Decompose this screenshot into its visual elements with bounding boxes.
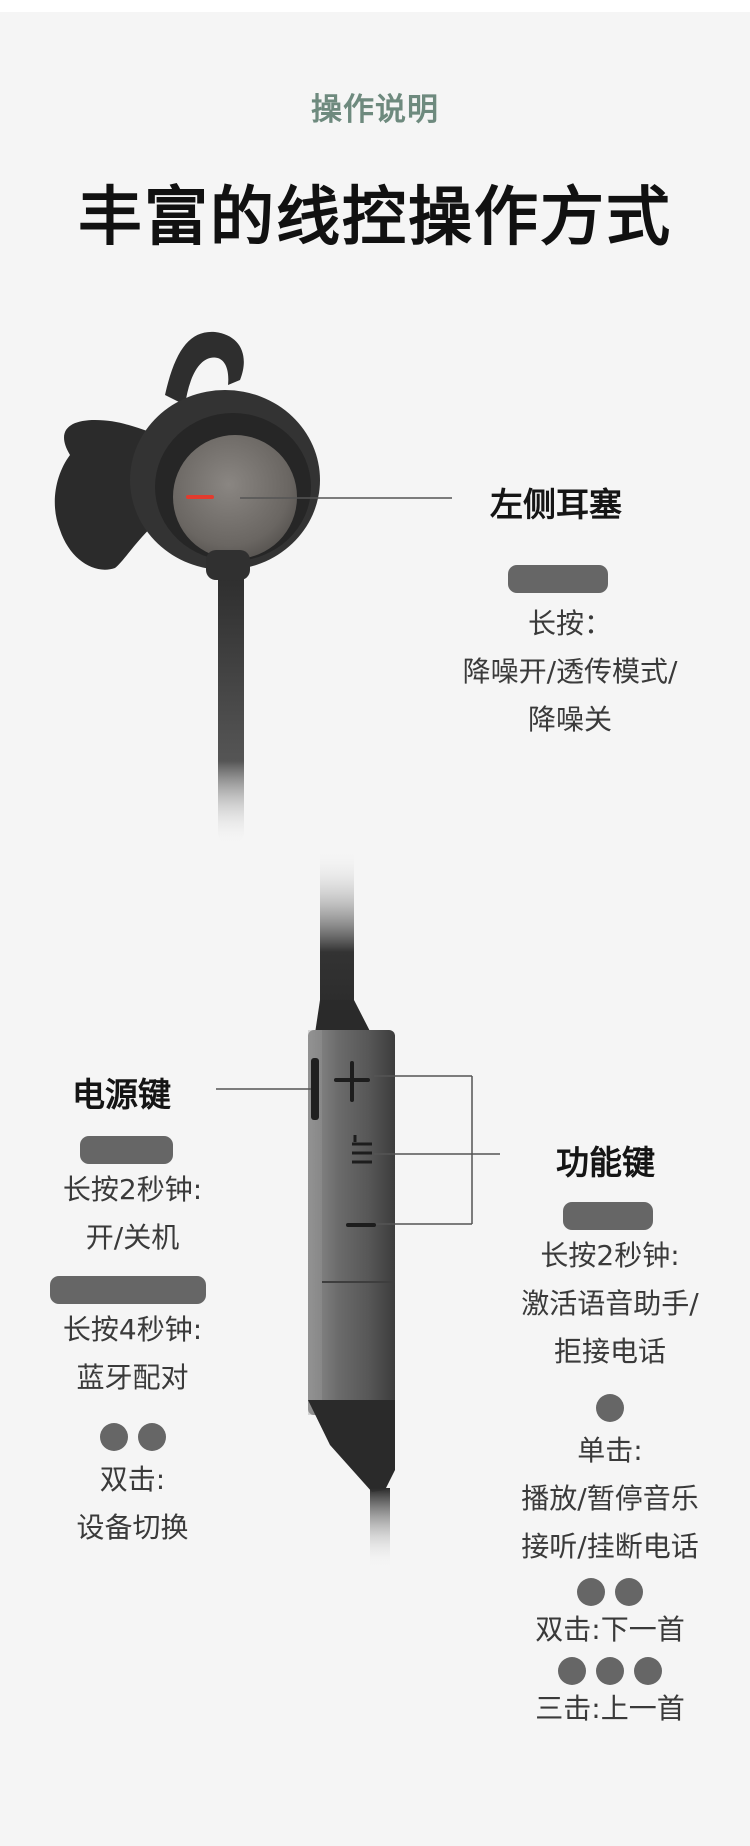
function-triple-click: 三击:上一首 [535, 1692, 685, 1725]
earbud-stem [206, 550, 250, 580]
section-kicker: 操作说明 [311, 92, 439, 128]
power-double-click: 双击: 设备切换 [20, 1456, 245, 1552]
desc-line: 拒接电话 [553, 1335, 666, 1368]
extra-long-press-indicator [50, 1276, 206, 1304]
power-key [311, 1058, 319, 1120]
function-long-press-2s: 长按2秒钟: 激活语音助手/ 拒接电话 [480, 1232, 740, 1376]
desc-line: 长按2秒钟: [62, 1173, 203, 1206]
earbud-accent [186, 495, 214, 499]
click-dot [634, 1657, 662, 1685]
click-dot [137, 1423, 166, 1451]
desc-line: 蓝牙配对 [76, 1361, 189, 1394]
desc-line: 激活语音助手/ [521, 1287, 699, 1320]
desc-line: 双击: [99, 1463, 166, 1496]
power-long-press-4s: 长按4秒钟: 蓝牙配对 [20, 1306, 245, 1402]
desc-line: 开/关机 [85, 1221, 180, 1254]
click-dot [577, 1578, 605, 1606]
long-press-indicator [563, 1202, 653, 1230]
desc-line: 降噪关 [527, 703, 612, 736]
power-key-title: 电源键 [72, 1075, 171, 1114]
desc-line: 降噪开/透传模式/ [462, 655, 678, 688]
desc-line: 长按： [527, 607, 612, 640]
earbud-cable [218, 565, 244, 845]
remote-cable-top [320, 850, 354, 1020]
plus-icon [334, 1061, 370, 1102]
function-double-click: 双击:下一首 [535, 1613, 685, 1646]
desc-line: 长按4秒钟: [62, 1313, 203, 1346]
long-press-indicator [508, 565, 608, 593]
double-click-indicator [480, 1578, 740, 1606]
click-dot [615, 1578, 643, 1606]
top-strip [0, 0, 750, 12]
click-dot [596, 1657, 624, 1685]
three-bars-icon [352, 1135, 372, 1164]
power-long-press-2s: 长按2秒钟: 开/关机 [20, 1166, 245, 1262]
desc-line: 接听/挂断电话 [521, 1530, 699, 1563]
page-title: 丰富的线控操作方式 [78, 181, 672, 255]
function-key-title: 功能键 [556, 1143, 655, 1182]
click-dot [99, 1423, 128, 1451]
click-dot [596, 1394, 624, 1422]
left-earbud-desc: 长按： 降噪开/透传模式/ 降噪关 [430, 600, 710, 744]
left-earbud-title: 左侧耳塞 [490, 485, 622, 524]
earbud-cap [173, 435, 297, 559]
double-click-indicator [20, 1423, 245, 1451]
desc-line: 播放/暂停音乐 [521, 1482, 699, 1515]
click-dot [558, 1657, 586, 1685]
function-single-click: 单击: 播放/暂停音乐 接听/挂断电话 [480, 1427, 740, 1571]
desc-line: 单击: [577, 1434, 643, 1467]
triple-click-indicator [480, 1657, 740, 1685]
long-press-indicator [80, 1136, 173, 1164]
desc-line: 长按2秒钟: [540, 1239, 680, 1272]
inline-remote [308, 1030, 395, 1415]
remote-cable-bottom [370, 1488, 390, 1568]
ear-hook [165, 331, 244, 405]
desc-line: 设备切换 [76, 1511, 189, 1544]
single-click-indicator [480, 1394, 740, 1422]
